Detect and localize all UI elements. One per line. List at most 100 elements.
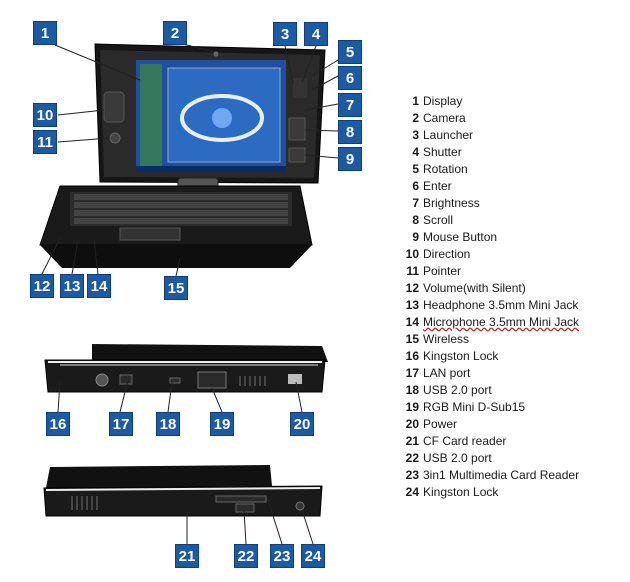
- callout-14: 14: [87, 274, 111, 298]
- callout-19: 19: [210, 412, 234, 436]
- legend-label: Rotation: [423, 162, 468, 176]
- legend-row: 6 Enter: [401, 178, 621, 195]
- callout-16: 16: [46, 412, 70, 436]
- legend-num: 24: [405, 485, 419, 499]
- legend-row: 5 Rotation: [401, 161, 621, 178]
- callout-3: 3: [273, 22, 297, 46]
- legend-row: 3 Launcher: [401, 127, 621, 144]
- legend-num: 18: [405, 383, 419, 397]
- legend-num: 9: [412, 230, 419, 244]
- callout-9: 9: [338, 147, 362, 171]
- legend-num: 22: [405, 451, 419, 465]
- legend-label: LAN port: [423, 366, 471, 380]
- legend-num: 7: [412, 196, 419, 210]
- laptop-right-side-view: [43, 465, 323, 517]
- legend-label: CF Card reader: [423, 434, 507, 448]
- legend-num: 20: [405, 417, 419, 431]
- legend-row: 19 RGB Mini D-Sub15: [401, 399, 621, 416]
- legend-row: 21 CF Card reader: [401, 433, 621, 450]
- legend-label: Power: [423, 417, 458, 431]
- legend-row: 24 Kingston Lock: [401, 484, 621, 501]
- callout-24: 24: [301, 544, 325, 568]
- callout-20: 20: [290, 412, 314, 436]
- legend-num: 1: [412, 94, 419, 108]
- callout-23: 23: [270, 544, 294, 568]
- legend-label: Microphone 3.5mm Mini Jack: [423, 315, 580, 329]
- legend-row: 18 USB 2.0 port: [401, 382, 621, 399]
- laptop-left-side-view: [44, 344, 328, 393]
- legend-num: 4: [412, 145, 419, 159]
- legend-num: 14: [405, 315, 419, 329]
- callout-13: 13: [60, 274, 84, 298]
- legend-row: 11 Pointer: [401, 263, 621, 280]
- legend-label: Mouse Button: [423, 230, 498, 244]
- legend-label: Kingston Lock: [423, 485, 499, 499]
- legend-row: 1 Display: [401, 93, 621, 110]
- legend-num: 10: [405, 247, 419, 261]
- legend-label: RGB Mini D-Sub15: [423, 400, 526, 414]
- legend-label: Display: [423, 94, 463, 108]
- callout-22: 22: [234, 544, 258, 568]
- callout-18: 18: [156, 412, 180, 436]
- legend-row: 15 Wireless: [401, 331, 621, 348]
- legend-num: 21: [405, 434, 419, 448]
- legend-row: 7 Brightness: [401, 195, 621, 212]
- legend-label: USB 2.0 port: [423, 383, 492, 397]
- callout-6: 6: [338, 66, 362, 90]
- legend-num: 2: [412, 111, 419, 125]
- legend-label: Brightness: [423, 196, 480, 210]
- callout-2: 2: [163, 21, 187, 45]
- callout-1: 1: [33, 21, 57, 45]
- legend-row: 17 LAN port: [401, 365, 621, 382]
- legend-num: 17: [405, 366, 419, 380]
- legend-label: Enter: [423, 179, 452, 193]
- legend-label: Pointer: [423, 264, 462, 278]
- legend-num: 13: [405, 298, 419, 312]
- callout-5: 5: [338, 40, 362, 64]
- legend-num: 11: [406, 264, 419, 278]
- legend-row: 23 3in1 Multimedia Card Reader: [401, 467, 621, 484]
- legend-num: 19: [405, 400, 419, 414]
- legend-label: Camera: [423, 111, 466, 125]
- camera-lens: [213, 51, 219, 57]
- legend-row: 14 Microphone 3.5mm Mini Jack: [401, 314, 621, 331]
- legend-row: 4 Shutter: [401, 144, 621, 161]
- callout-7: 7: [338, 93, 362, 117]
- legend-row: 8 Scroll: [401, 212, 621, 229]
- legend-row: 22 USB 2.0 port: [401, 450, 621, 467]
- callout-8: 8: [338, 120, 362, 144]
- callout-17: 17: [109, 412, 133, 436]
- callout-10: 10: [33, 103, 57, 127]
- legend-label: Wireless: [423, 332, 470, 346]
- callout-12: 12: [30, 274, 54, 298]
- callout-11: 11: [33, 130, 57, 154]
- legend-row: 12 Volume(with Silent): [401, 280, 621, 297]
- legend-label: Volume(with Silent): [423, 281, 526, 295]
- legend-row: 2 Camera: [401, 110, 621, 127]
- laptop-open-view: [39, 43, 326, 268]
- legend-num: 16: [405, 349, 419, 363]
- callout-4: 4: [304, 22, 328, 46]
- legend-num: 8: [412, 213, 419, 227]
- legend-row: 16 Kingston Lock: [401, 348, 621, 365]
- legend-num: 6: [412, 179, 419, 193]
- legend-label: USB 2.0 port: [423, 451, 492, 465]
- legend-label: Scroll: [423, 213, 454, 227]
- legend-num: 3: [412, 128, 419, 142]
- legend-num: 5: [412, 162, 419, 176]
- legend-label: 3in1 Multimedia Card Reader: [423, 468, 580, 482]
- legend-label: Launcher: [423, 128, 474, 142]
- callout-15: 15: [164, 276, 188, 300]
- callout-21: 21: [175, 544, 199, 568]
- legend-label: Shutter: [423, 145, 462, 159]
- legend-row: 20 Power: [401, 416, 621, 433]
- legend-num: 12: [405, 281, 419, 295]
- legend-num: 15: [405, 332, 419, 346]
- legend: 1 Display 2 Camera 3 Launcher 4 Shutter 5 Rot…: [401, 93, 621, 501]
- legend-num: 23: [405, 468, 419, 482]
- legend-label: Headphone 3.5mm Mini Jack: [423, 298, 579, 312]
- legend-row: 9 Mouse Button: [401, 229, 621, 246]
- legend-label: Kingston Lock: [423, 349, 499, 363]
